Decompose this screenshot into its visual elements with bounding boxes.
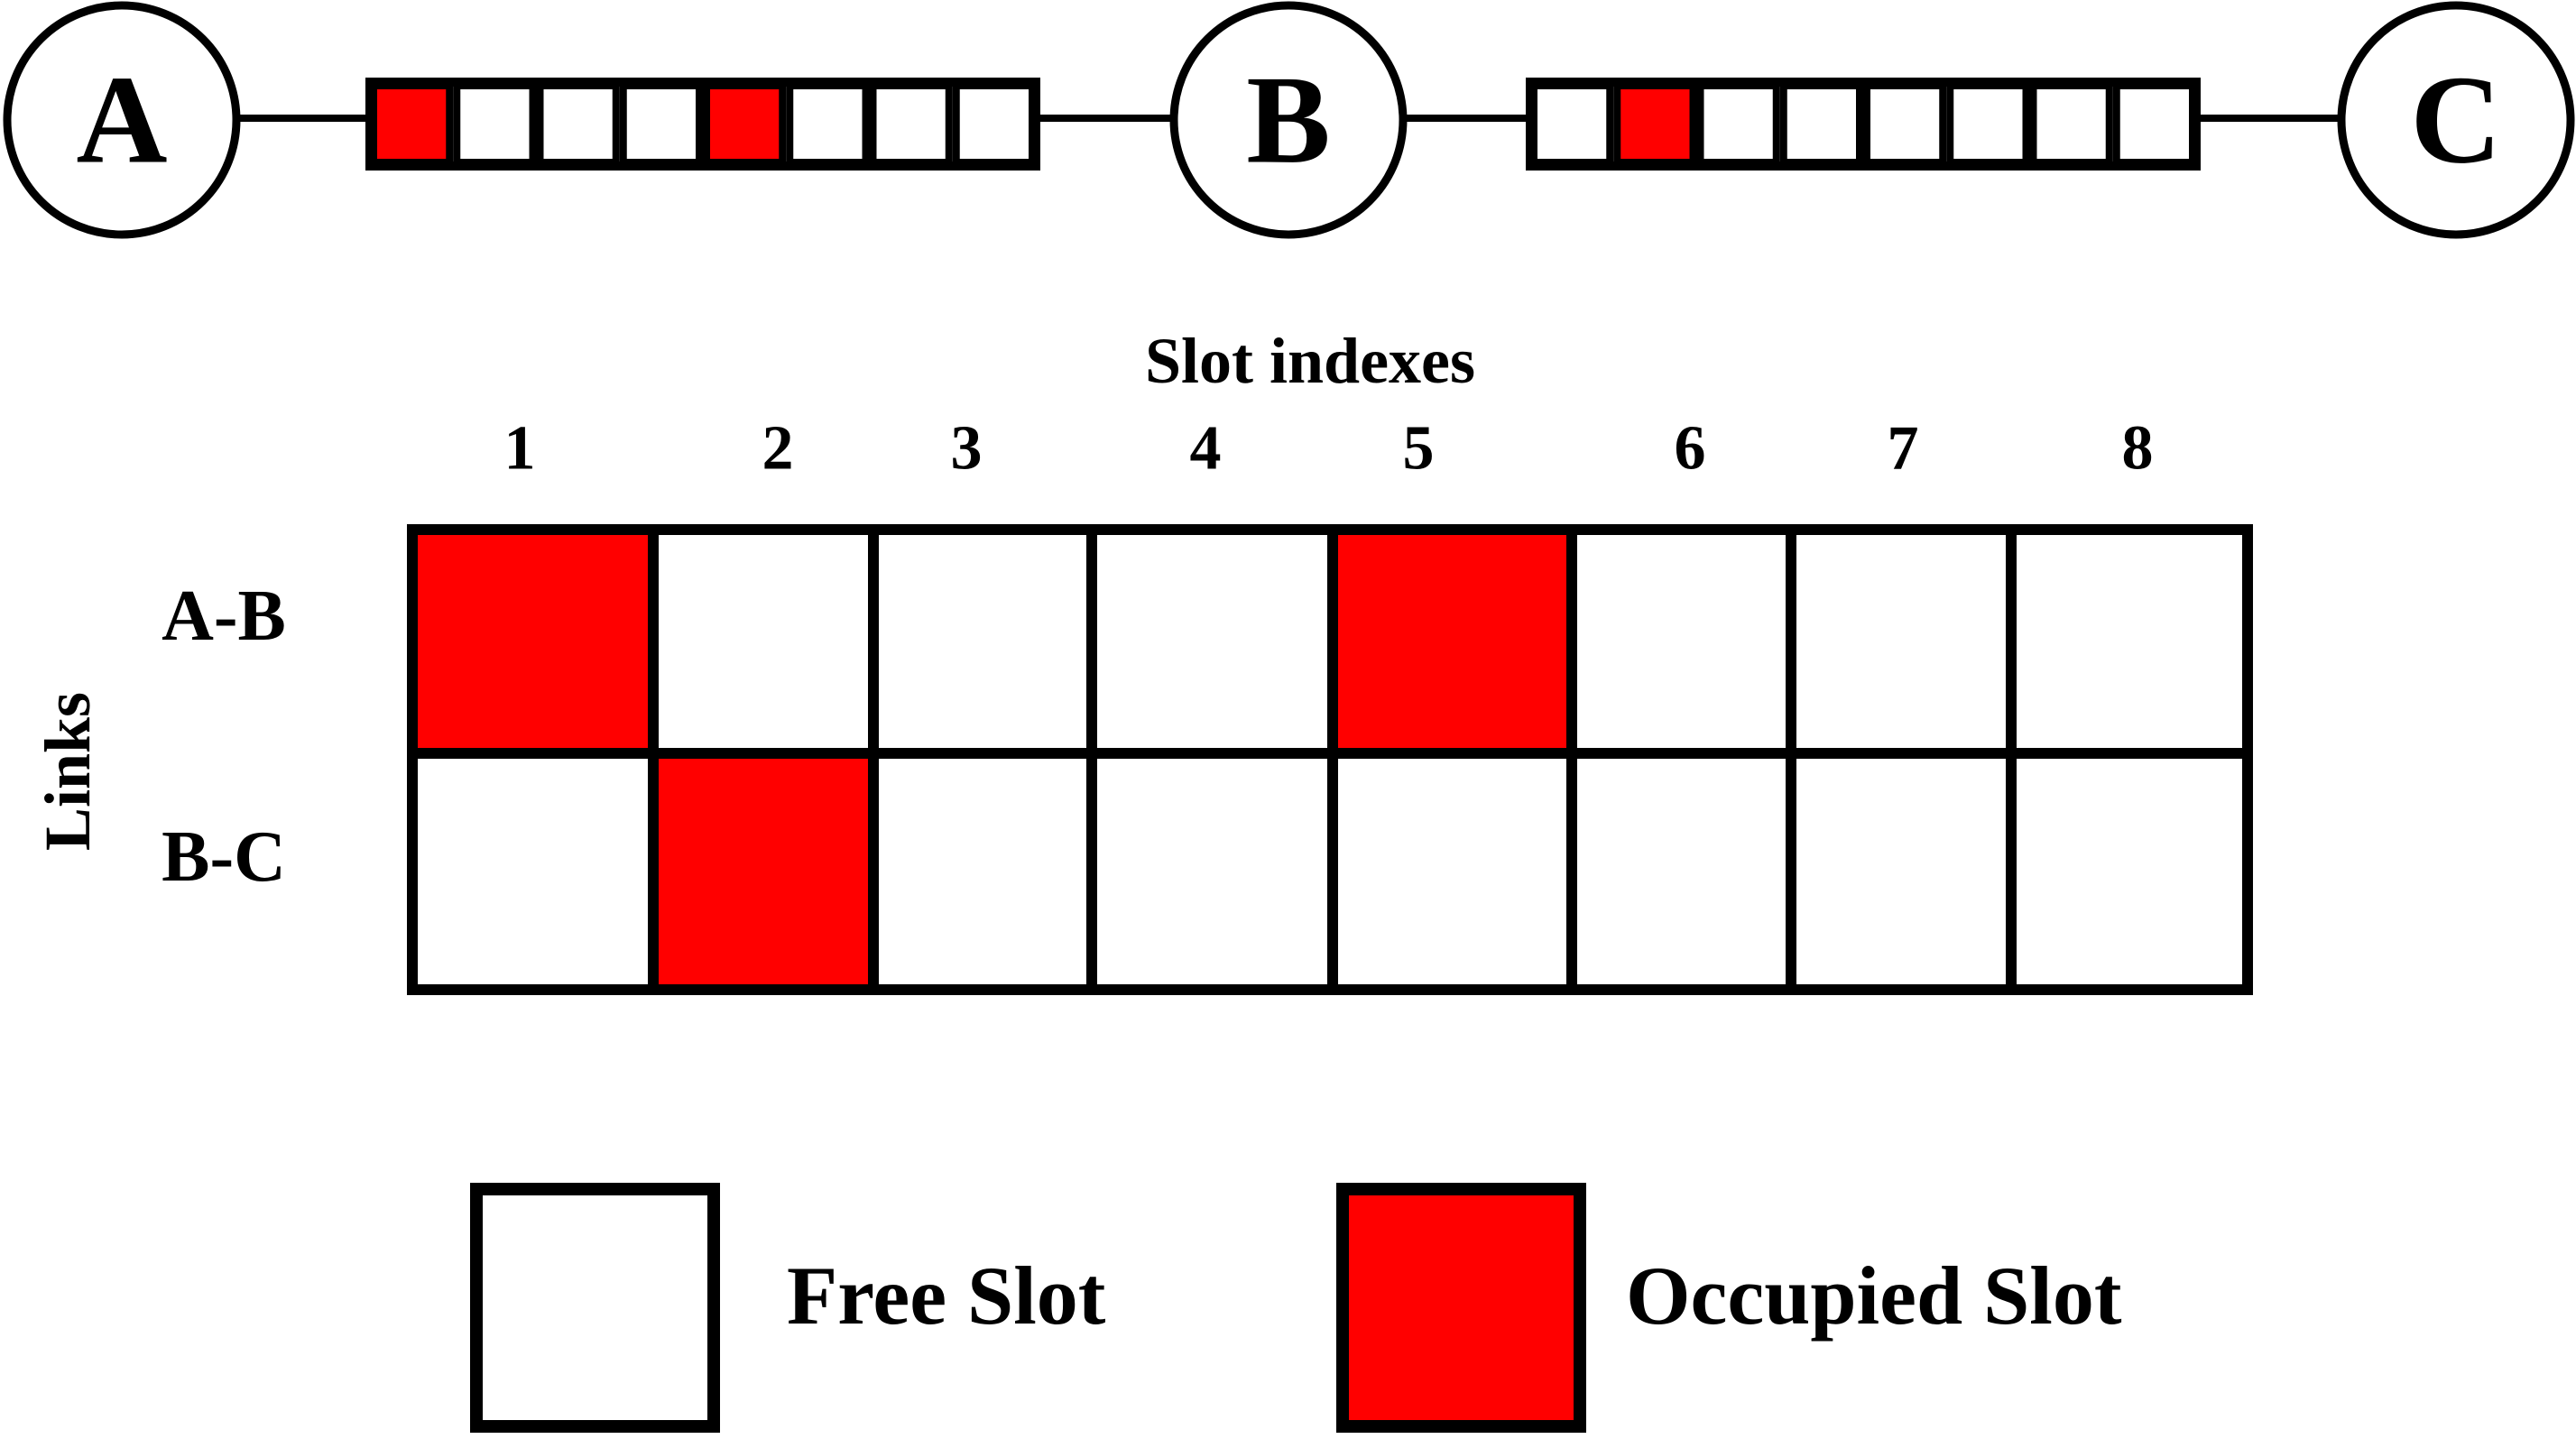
slot-cell-free — [2006, 524, 2253, 759]
slot-grid — [407, 524, 2253, 995]
slot-cell-free — [1086, 748, 1338, 995]
slot-cell-free — [1566, 748, 1796, 995]
link-bar-slot-occupied — [370, 82, 454, 166]
slot-cell-free — [1566, 524, 1796, 759]
legend: Free Slot Occupied Slot — [470, 1183, 2122, 1433]
slot-cell-occupied — [1327, 524, 1577, 759]
link-slot-bar-a-b — [365, 78, 1040, 171]
link-bar-slot-free — [619, 82, 703, 166]
node-c: C — [2337, 1, 2575, 239]
link-bar-slot-free — [1530, 82, 1614, 166]
slot-cell-occupied — [407, 524, 659, 759]
slot-cell-free — [1327, 748, 1577, 995]
slot-cell-free — [648, 524, 879, 759]
slot-cell-free — [1786, 524, 2017, 759]
slot-index-label: 5 — [1403, 414, 1435, 484]
link-bar-slot-occupied — [1613, 82, 1697, 166]
slot-cell-free — [2006, 748, 2253, 995]
node-a: A — [3, 1, 241, 239]
row-label-a-b: A-B — [162, 577, 286, 656]
slot-cell-occupied — [648, 748, 879, 995]
link-bar-slot-free — [536, 82, 620, 166]
legend-occupied-swatch — [1336, 1183, 1586, 1433]
slot-index-label: 8 — [2122, 414, 2154, 484]
link-slot-bar-b-c — [1526, 78, 2201, 171]
legend-occupied-label: Occupied Slot — [1626, 1250, 2122, 1342]
slot-index-label: 1 — [504, 414, 536, 484]
link-bar-slot-free — [1863, 82, 1947, 166]
slot-cell-free — [407, 748, 659, 995]
node-c-label: C — [2410, 51, 2501, 190]
slot-cell-free — [868, 748, 1097, 995]
slot-index-label: 4 — [1190, 414, 1222, 484]
node-a-label: A — [76, 51, 167, 190]
link-bar-slot-free — [952, 82, 1036, 166]
slot-index-label: 3 — [951, 414, 983, 484]
link-bar-slot-free — [786, 82, 870, 166]
slot-index-label: 2 — [762, 414, 794, 484]
link-bar-slot-free — [2112, 82, 2196, 166]
slot-cell-free — [1086, 524, 1338, 759]
link-bar-slot-free — [1696, 82, 1780, 166]
slot-index-label: 6 — [1675, 414, 1706, 484]
slot-index-labels: 1 2 3 4 5 6 7 8 — [504, 414, 2154, 484]
y-axis-title: Links — [32, 692, 104, 851]
slot-index-label: 7 — [1888, 414, 1919, 484]
link-bar-slot-free — [869, 82, 953, 166]
link-bar-slot-free — [1779, 82, 1863, 166]
x-axis-title: Slot indexes — [1145, 325, 1475, 397]
slot-cell-free — [1786, 748, 2017, 995]
node-b-label: B — [1246, 51, 1330, 190]
slot-cell-free — [868, 524, 1097, 759]
row-label-b-c: B-C — [162, 817, 286, 897]
link-bar-slot-free — [1946, 82, 2030, 166]
node-b: B — [1169, 1, 1408, 239]
link-bar-slot-free — [2029, 82, 2113, 166]
link-bar-slot-occupied — [703, 82, 787, 166]
legend-free-label: Free Slot — [787, 1250, 1106, 1342]
link-bar-slot-free — [453, 82, 537, 166]
legend-free-swatch — [470, 1183, 720, 1433]
